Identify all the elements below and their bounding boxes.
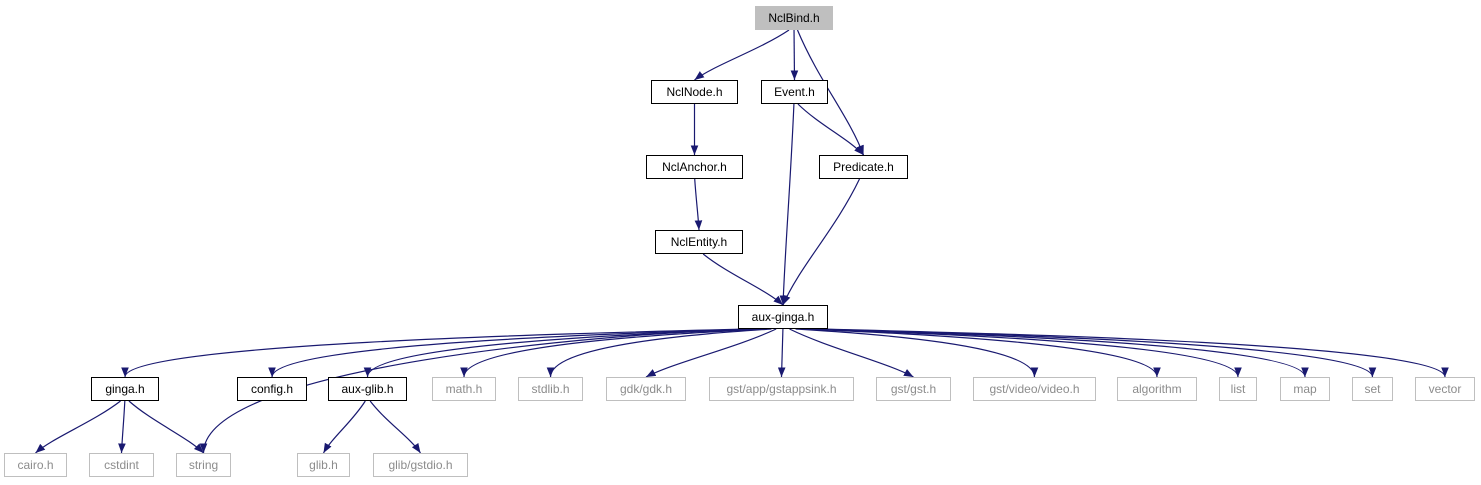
node-glib-h: glib.h xyxy=(297,453,350,477)
node-math-h: math.h xyxy=(432,377,496,401)
edge-auxglib-to-glibgstdio xyxy=(369,400,421,454)
edge-predicate-to-auxginga xyxy=(782,178,861,306)
node-ginga-h[interactable]: ginga.h xyxy=(91,377,159,401)
node-nclentity-h[interactable]: NclEntity.h xyxy=(655,230,743,254)
edge-auxginga-to-gstappsink xyxy=(777,328,786,378)
node-nclnode-h[interactable]: NclNode.h xyxy=(651,80,738,104)
edge-auxginga-to-math xyxy=(460,328,768,378)
edge-nclentity-to-auxginga xyxy=(702,253,784,306)
edge-nclbind-to-nclnode xyxy=(694,29,790,81)
node-cstdint: cstdint xyxy=(89,453,154,477)
edge-auxginga-to-ginga xyxy=(121,328,751,378)
node-glib-gstdio-h: glib/gstdio.h xyxy=(373,453,468,477)
edge-nclanchor-to-nclentity xyxy=(694,178,703,231)
node-gst-h: gst/gst.h xyxy=(876,377,951,401)
node-gdk-h: gdk/gdk.h xyxy=(606,377,686,401)
node-algorithm: algorithm xyxy=(1117,377,1197,401)
edge-auxginga-to-auxglib xyxy=(363,328,763,378)
edge-event-to-predicate xyxy=(797,103,864,156)
edge-auxginga-to-gstvideo xyxy=(795,328,1039,378)
edge-auxginga-to-stdlib xyxy=(546,328,772,378)
edge-auxginga-to-vector xyxy=(816,328,1449,378)
node-event-h[interactable]: Event.h xyxy=(761,80,828,104)
edge-nclbind-to-predicate xyxy=(796,29,865,156)
node-map: map xyxy=(1280,377,1330,401)
node-stdlib-h: stdlib.h xyxy=(518,377,583,401)
node-list: list xyxy=(1219,377,1257,401)
node-vector: vector xyxy=(1415,377,1475,401)
edge-auxginga-to-config xyxy=(268,328,758,378)
node-config-h[interactable]: config.h xyxy=(237,377,307,401)
edge-auxginga-to-gdk xyxy=(645,328,777,378)
node-gstappsink-h: gst/app/gstappsink.h xyxy=(709,377,854,401)
edge-auxglib-to-glib xyxy=(322,400,366,454)
edge-event-to-auxginga xyxy=(779,103,795,306)
node-set: set xyxy=(1352,377,1393,401)
edge-ginga-to-string xyxy=(128,400,204,454)
node-aux-ginga-h[interactable]: aux-ginga.h xyxy=(738,305,828,329)
edge-ginga-to-cairo xyxy=(35,400,121,454)
edge-auxginga-to-gst xyxy=(789,328,914,378)
node-gst-video-h: gst/video/video.h xyxy=(973,377,1096,401)
node-nclbind-h[interactable]: NclBind.h xyxy=(755,6,833,30)
node-predicate-h[interactable]: Predicate.h xyxy=(819,155,908,179)
edge-ginga-to-cstdint xyxy=(118,400,126,454)
node-aux-glib-h[interactable]: aux-glib.h xyxy=(328,377,407,401)
node-cairo-h: cairo.h xyxy=(4,453,67,477)
node-string: string xyxy=(176,453,231,477)
node-nclanchor-h[interactable]: NclAnchor.h xyxy=(646,155,743,179)
